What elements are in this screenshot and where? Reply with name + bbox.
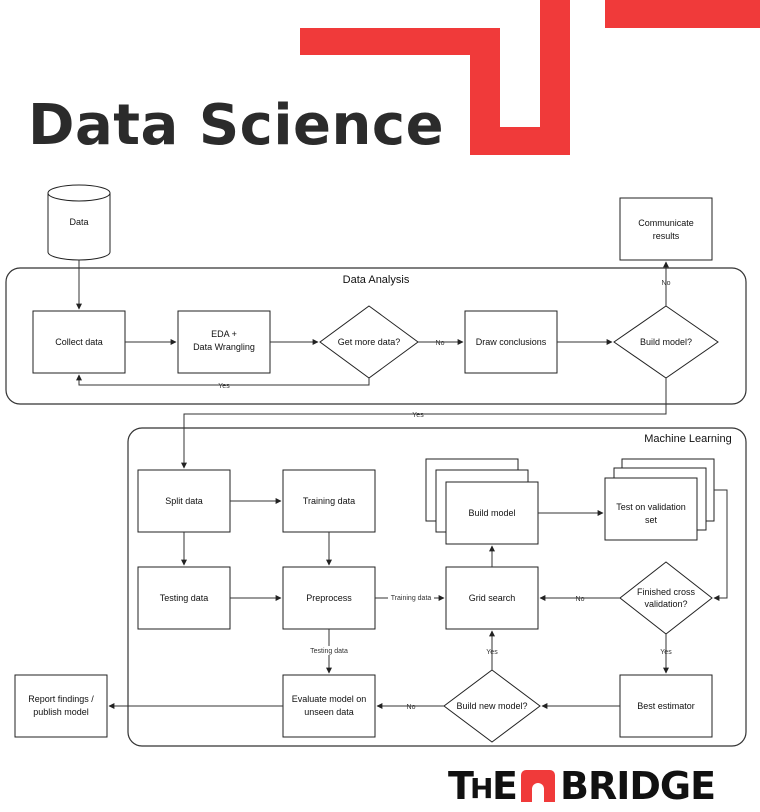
- preprocess-box: [282, 566, 376, 630]
- data-analysis-group: [5, 267, 747, 405]
- evaluate-model-box: [282, 674, 376, 738]
- training-data-box: [282, 469, 376, 533]
- grid-search-box: [445, 566, 539, 630]
- edge-label-no-2: No: [662, 280, 671, 287]
- red-decor-bar-top: [300, 28, 500, 55]
- machine-learning-label: Machine Learning: [644, 433, 731, 445]
- best-estimator-box: [619, 674, 713, 738]
- testing-data-label: Testing data: [160, 593, 209, 603]
- logo-word-bridge: BRIDGE: [560, 764, 716, 808]
- logo-letter-t: T: [448, 764, 474, 808]
- draw-conclusions-box: [464, 310, 558, 374]
- red-decor-block-top-right: [605, 0, 760, 28]
- eda-box: [177, 310, 271, 374]
- finished-cv-line2: validation?: [644, 599, 687, 609]
- grid-search-label: Grid search: [469, 593, 516, 603]
- split-data-label: Split data: [165, 496, 203, 506]
- edge-label-yes-3: Yes: [660, 649, 672, 656]
- logo-letter-e: E: [492, 764, 518, 808]
- build-model-label: Build model: [468, 508, 515, 518]
- the-bridge-logo: T H E BRIDGE: [448, 764, 716, 808]
- preprocess-label: Preprocess: [306, 593, 352, 603]
- test-validation-line2: set: [645, 515, 658, 525]
- communicate-results-line1: Communicate: [638, 218, 694, 228]
- edge-label-yes-1: Yes: [218, 383, 230, 390]
- edge-test-to-finished-cv: [713, 489, 728, 601]
- edge-label-no-1: No: [436, 340, 445, 347]
- communicate-results-box: [619, 197, 713, 261]
- report-findings-line1: Report findings /: [28, 694, 94, 704]
- edge-label-no-3: No: [576, 596, 585, 603]
- build-model-stack: [425, 458, 539, 545]
- report-findings-box: [14, 674, 108, 738]
- finished-cv-line1: Finished cross: [637, 587, 696, 597]
- logo-letter-h: H: [470, 772, 493, 805]
- data-analysis-label: Data Analysis: [343, 274, 410, 286]
- testing-data-box: [137, 566, 231, 630]
- build-new-model-decision: [443, 669, 541, 743]
- eda-line2: Data Wrangling: [193, 342, 255, 352]
- edge-label-no-4: No: [407, 704, 416, 711]
- test-validation-stack: [604, 458, 715, 541]
- collect-data-box: [32, 310, 126, 374]
- eda-line1: EDA +: [211, 329, 237, 339]
- draw-conclusions-label: Draw conclusions: [476, 337, 547, 347]
- build-new-model-label: Build new model?: [456, 701, 527, 711]
- training-data-label: Training data: [303, 496, 355, 506]
- logo-house-icon: [521, 770, 555, 802]
- report-findings-line2: publish model: [33, 707, 89, 717]
- edge-build-yes-to-split: [181, 378, 667, 469]
- machine-learning-group: [127, 427, 747, 747]
- best-estimator-label: Best estimator: [637, 701, 695, 711]
- edge-label-yes-2: Yes: [412, 412, 424, 419]
- build-model-decision-label: Build model?: [640, 337, 692, 347]
- data-store-cylinder: Data: [47, 184, 111, 261]
- edge-label-training-data: Training data: [391, 595, 432, 602]
- finished-cv-decision: [619, 561, 713, 635]
- red-decor-bar-vertical-right: [540, 0, 570, 155]
- test-validation-line1: Test on validation: [616, 502, 686, 512]
- communicate-results-line2: results: [653, 231, 680, 241]
- evaluate-model-line1: Evaluate model on: [292, 694, 367, 704]
- edge-label-yes-4: Yes: [486, 649, 498, 656]
- edge-get-more-yes-loop: [76, 374, 370, 386]
- get-more-data-label: Get more data?: [338, 337, 401, 347]
- page-title: Data Science: [28, 93, 445, 158]
- collect-data-label: Collect data: [55, 337, 103, 347]
- edge-label-testing-data: Testing data: [310, 648, 348, 655]
- evaluate-model-line2: unseen data: [304, 707, 354, 717]
- data-store-label: Data: [69, 217, 88, 227]
